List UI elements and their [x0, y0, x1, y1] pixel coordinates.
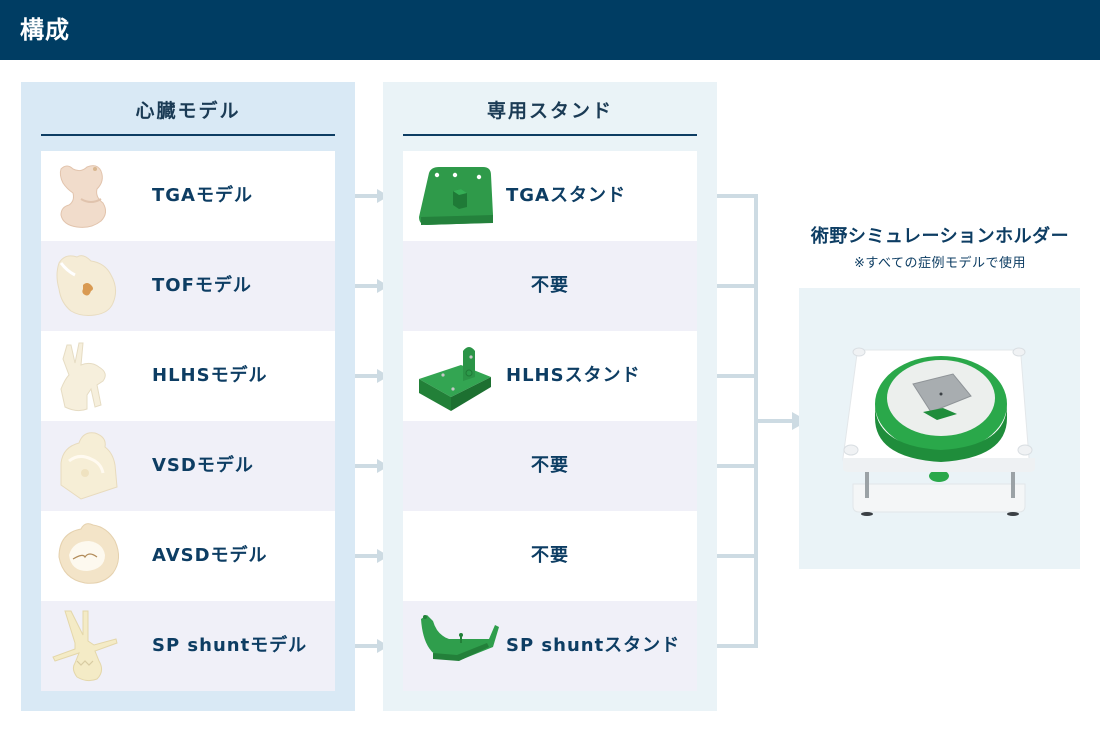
hlhs-stand-image: [419, 347, 491, 411]
connector-line: [717, 644, 757, 648]
model-label: SP shuntモデル: [152, 635, 308, 656]
model-row-vsd: VSDモデル: [41, 421, 335, 511]
model-label: AVSDモデル: [152, 545, 268, 566]
model-label: VSDモデル: [152, 455, 254, 476]
title-divider: [41, 134, 335, 136]
stand-list: TGAスタンド 不要 HLHSスタンド 不要 不要: [403, 151, 697, 691]
model-label: HLHSモデル: [152, 365, 268, 386]
model-row-hlhs: HLHSモデル: [41, 331, 335, 421]
stand-row-avsd: 不要: [403, 511, 697, 601]
holder-note: ※すべての症例モデルで使用: [854, 256, 1026, 271]
hlhs-heart-model-image: [60, 342, 106, 412]
stand-row-vsd: 不要: [403, 421, 697, 511]
heart-models-panel: 心臓モデル TGAモデル TOFモデル HLHSモデル: [21, 82, 355, 711]
model-row-tga: TGAモデル: [41, 151, 335, 241]
stand-row-tga: TGAスタンド: [403, 151, 697, 241]
section-title: 構成: [20, 15, 70, 44]
not-required-label: 不要: [531, 455, 569, 476]
vsd-heart-model-image: [60, 432, 118, 500]
stands-title: 専用スタンド: [486, 100, 613, 122]
connector-line: [717, 374, 757, 378]
heart-model-list: TGAモデル TOFモデル HLHSモデル VSDモデル: [41, 151, 335, 691]
holder-image-frame: [799, 288, 1080, 569]
stand-row-sp-shunt: SP shuntスタンド: [403, 601, 697, 691]
not-required-label: 不要: [531, 545, 569, 566]
title-divider: [403, 134, 697, 136]
not-required-label: 不要: [531, 275, 569, 296]
model-label: TGAモデル: [152, 185, 253, 206]
holder-title: 術野シミュレーションホルダー: [810, 226, 1070, 247]
connector-line: [717, 554, 757, 558]
stand-label: SP shuntスタンド: [506, 635, 681, 656]
stand-row-hlhs: HLHSスタンド: [403, 331, 697, 421]
stand-label: TGAスタンド: [506, 185, 626, 206]
connector-trunk: [754, 194, 758, 648]
simulation-holder-image: [842, 347, 1035, 516]
avsd-heart-model-image: [58, 523, 119, 584]
section-header: 構成: [0, 0, 1100, 60]
tof-heart-model-image: [56, 255, 117, 316]
connector-line: [717, 464, 757, 468]
model-label: TOFモデル: [152, 275, 252, 296]
sp-shunt-heart-model-image: [52, 610, 118, 682]
model-row-sp-shunt: SP shuntモデル: [41, 601, 335, 691]
tga-stand-image: [419, 167, 493, 225]
stand-row-tof: 不要: [403, 241, 697, 331]
tga-heart-model-image: [59, 165, 107, 228]
stand-label: HLHSスタンド: [506, 365, 641, 386]
stands-panel: 専用スタンド TGAスタンド 不要: [383, 82, 717, 711]
heart-models-title: 心臓モデル: [135, 100, 241, 122]
model-row-tof: TOFモデル: [41, 241, 335, 331]
model-row-avsd: AVSDモデル: [41, 511, 335, 601]
sp-shunt-stand-image: [421, 615, 499, 661]
connector-line: [717, 284, 757, 288]
connector-line: [717, 194, 757, 198]
